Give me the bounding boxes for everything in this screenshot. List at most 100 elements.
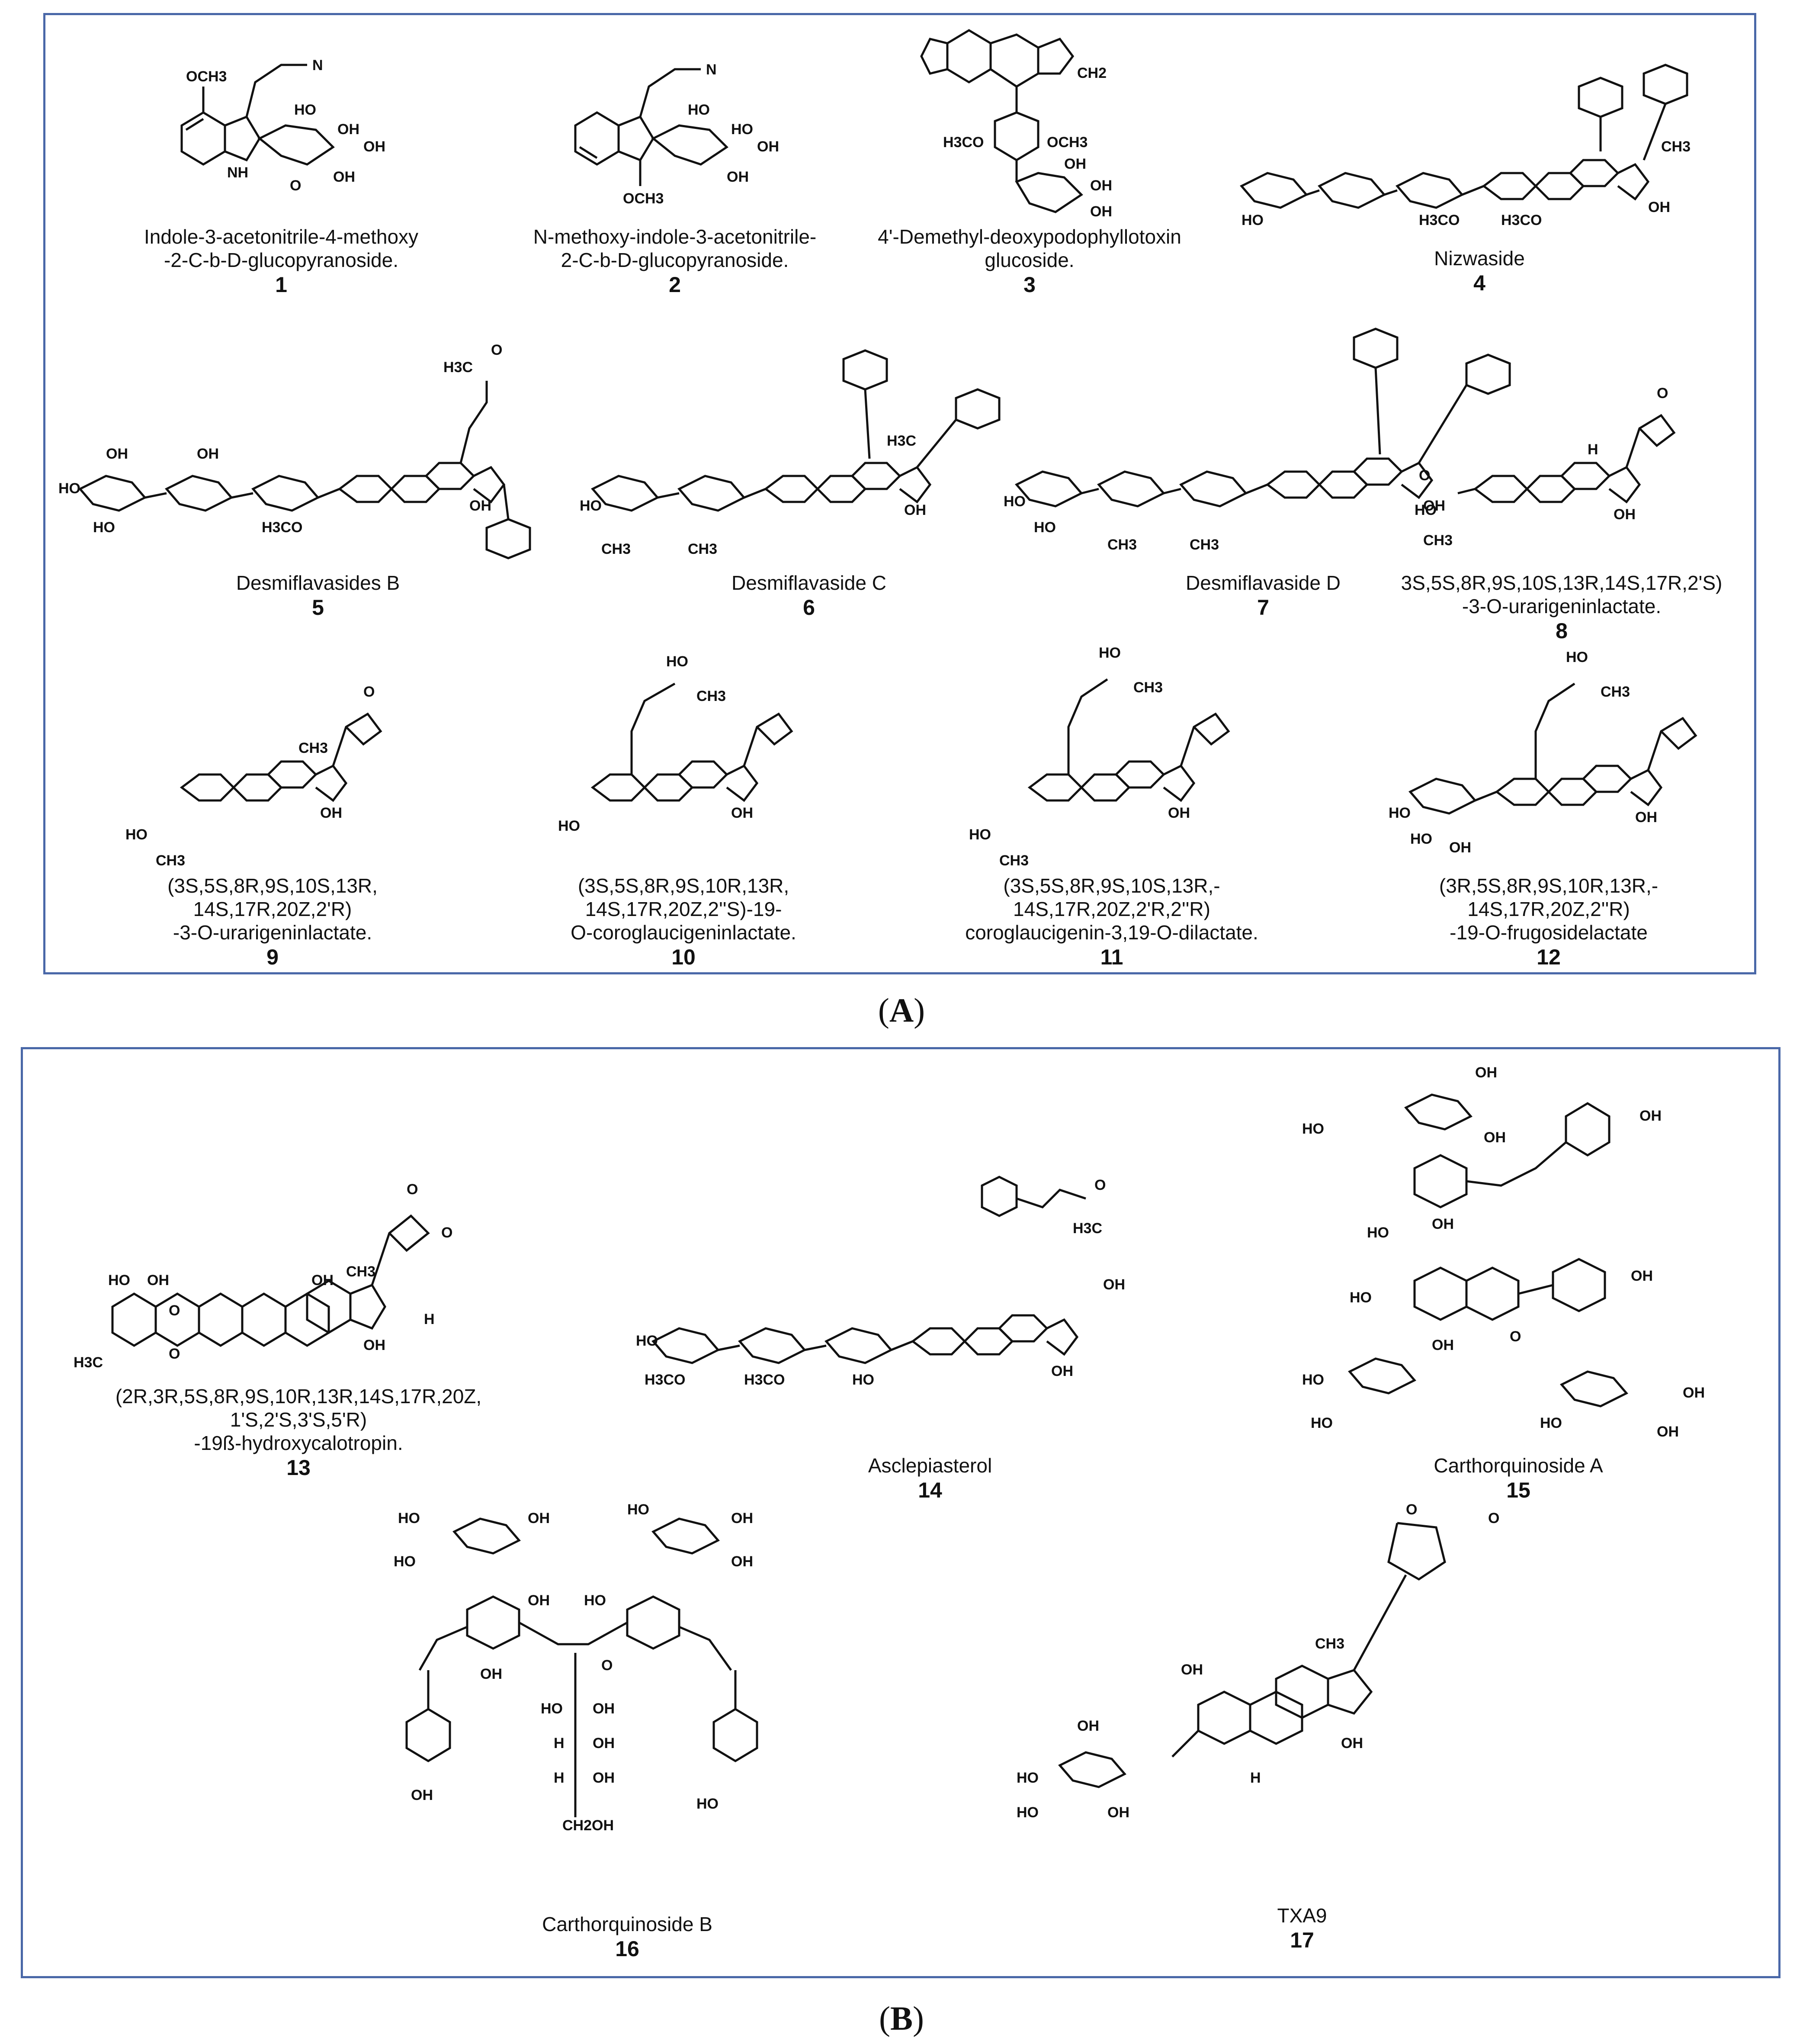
compound-14: O H3C OH OH HO H3CO H3CO HO Asclepiaster…: [623, 1142, 1237, 1503]
panel-b-label: (B): [879, 1999, 924, 2037]
panel-a-letter: A: [889, 991, 914, 1029]
atom-h3co: H3CO: [262, 519, 302, 536]
atom-h: H: [1250, 1770, 1261, 1786]
atom-ho: HO: [58, 480, 80, 497]
compound-6-name: Desmiflavaside C: [731, 572, 886, 594]
compound-14-name: Asclepiasterol: [868, 1454, 992, 1477]
atom-och3: OCH3: [186, 68, 227, 85]
atom-ch3: CH3: [346, 1263, 375, 1280]
atom-ch3: CH3: [156, 852, 185, 869]
atom-ch3: CH3: [601, 541, 631, 557]
compound-4: HO H3CO H3CO CH3 OH Nizwaside 4: [1220, 22, 1739, 296]
atom-oh: OH: [1432, 1337, 1454, 1353]
atom-ho: HO: [108, 1272, 130, 1289]
compound-10: HO CH3 HO OH (3S,5S,8R,9S,10R,13R, 14S,1…: [519, 632, 848, 970]
atom-o: O: [1419, 467, 1430, 484]
atom-oh: OH: [1090, 203, 1112, 220]
atom-o: O: [169, 1346, 180, 1362]
atom-oh: OH: [1090, 177, 1112, 194]
atom-oh: OH: [337, 121, 359, 138]
compound-16-name: Carthorquinoside B: [542, 1913, 712, 1935]
atom-h3c: H3C: [74, 1354, 103, 1371]
panel-a: [43, 13, 1756, 974]
compound-13-number: 13: [286, 1456, 311, 1480]
compound-14-number: 14: [918, 1478, 942, 1502]
atom-ho: HO: [1099, 645, 1121, 661]
atom-ho: HO: [1017, 1804, 1039, 1821]
compound-6-number: 6: [803, 595, 815, 620]
atom-oh: OH: [411, 1787, 433, 1803]
compound-5-number: 5: [312, 595, 324, 620]
compound-7-name: Desmiflavaside D: [1186, 572, 1341, 594]
atom-oh: OH: [593, 1735, 615, 1752]
atom-ho: HO: [1302, 1372, 1324, 1388]
atom-oh: OH: [528, 1592, 550, 1609]
panel-a-label: (A): [878, 991, 925, 1029]
atom-oh: OH: [1064, 156, 1086, 172]
atom-ho: HO: [1350, 1289, 1372, 1306]
compound-8-number: 8: [1556, 619, 1568, 643]
atom-h: H: [1588, 441, 1598, 458]
compound-3: CH2 H3CO OCH3 OH OH OH 4'-Demethyl-deoxy…: [848, 17, 1211, 298]
compound-11: HO CH3 HO CH3 OH (3S,5S,8R,9S,10S,13R,- …: [926, 619, 1298, 970]
atom-oh: OH: [320, 805, 342, 821]
compound-7: HO HO CH3 CH3 OH Desmiflavaside D 7: [995, 320, 1531, 620]
atom-oh: OH: [1475, 1064, 1497, 1081]
compound-3-name: 4'-Demethyl-deoxypodophyllotoxin glucosi…: [878, 225, 1181, 271]
atom-ho: HO: [394, 1553, 416, 1570]
compound-17-number: 17: [1290, 1928, 1314, 1952]
compound-9-name: (3S,5S,8R,9S,10S,13R, 14S,17R,20Z,2'R) -…: [167, 874, 378, 944]
atom-ch3: CH3: [1190, 537, 1219, 553]
atom-ho: HO: [1017, 1770, 1039, 1786]
atom-ch2oh: CH2OH: [562, 1817, 614, 1834]
compound-11-structure: HO CH3 HO CH3 OH: [969, 645, 1230, 869]
compound-8-structure: O O HO CH3 H OH: [1415, 385, 1676, 549]
atom-ho: HO: [93, 519, 115, 536]
atom-oh: OH: [731, 1553, 753, 1570]
atom-ch3: CH3: [1661, 138, 1691, 155]
atom-n: N: [706, 61, 717, 78]
atom-h3co: H3CO: [1501, 212, 1542, 228]
atom-ch3: CH3: [1107, 537, 1137, 553]
atom-h: H: [554, 1770, 565, 1786]
atom-oh: OH: [311, 1272, 334, 1289]
compound-5-structure: H3C O HO HO OH OH H3CO OH: [58, 342, 531, 559]
atom-ch3: CH3: [1423, 532, 1453, 549]
atom-o: O: [1488, 1510, 1499, 1527]
atom-o: O: [1657, 385, 1668, 402]
compound-2: N OCH3 HO HO OH OH N-methoxy-indole-3-ac…: [502, 26, 848, 298]
atom-ho: HO: [1242, 212, 1264, 228]
atom-o: O: [407, 1181, 418, 1198]
compound-7-structure: HO HO CH3 CH3 OH: [1004, 328, 1511, 553]
atom-oh: OH: [363, 1337, 385, 1353]
atom-ho: HO: [541, 1700, 563, 1717]
compound-4-name: Nizwaside: [1434, 247, 1525, 270]
compound-2-name: N-methoxy-indole-3-acetonitrile- 2-C-b-D…: [533, 225, 817, 271]
atom-oh: OH: [593, 1700, 615, 1717]
compound-16-number: 16: [615, 1937, 639, 1961]
compound-5: H3C O HO HO OH OH H3CO OH Desmiflavaside…: [52, 329, 584, 620]
atom-oh: OH: [727, 169, 749, 185]
atom-oh: OH: [1631, 1268, 1653, 1284]
atom-oh: OH: [1077, 1718, 1099, 1734]
compound-16: HO OH HO HO OH OH OH HO OH O HO OH H OH …: [381, 1497, 874, 1962]
atom-oh: OH: [469, 498, 491, 514]
compound-6: HO CH3 CH3 H3C OH Desmiflavaside C 6: [571, 329, 1047, 620]
atom-och3: OCH3: [1047, 134, 1088, 151]
compound-9-structure: O CH3 OH HO CH3: [125, 684, 382, 869]
atom-oh: OH: [1614, 506, 1636, 523]
atom-oh: OH: [731, 1510, 753, 1527]
atom-h3c: H3C: [887, 433, 916, 449]
atom-ch3: CH3: [298, 740, 328, 756]
panel-b: [21, 1047, 1781, 1978]
atom-oh: OH: [333, 169, 355, 185]
compound-1-structure: OCH3 N NH OH OH HO O OH: [180, 57, 385, 194]
atom-o: O: [363, 684, 375, 700]
compound-3-structure: CH2 H3CO OCH3 OH OH OH: [920, 29, 1112, 220]
atom-oh: OH: [197, 446, 219, 462]
compound-13-structure: O O CH3 HO OH O O H3C OH OH H: [74, 1181, 452, 1371]
atom-ho: HO: [1566, 649, 1588, 665]
atom-ho: HO: [627, 1501, 649, 1518]
compound-15: OH OH OH HO OH HO OH HO OH O HO HO HO OH…: [1289, 1056, 1748, 1503]
compound-1: OCH3 N NH OH OH HO O OH Indole-3-acetoni…: [112, 26, 450, 298]
